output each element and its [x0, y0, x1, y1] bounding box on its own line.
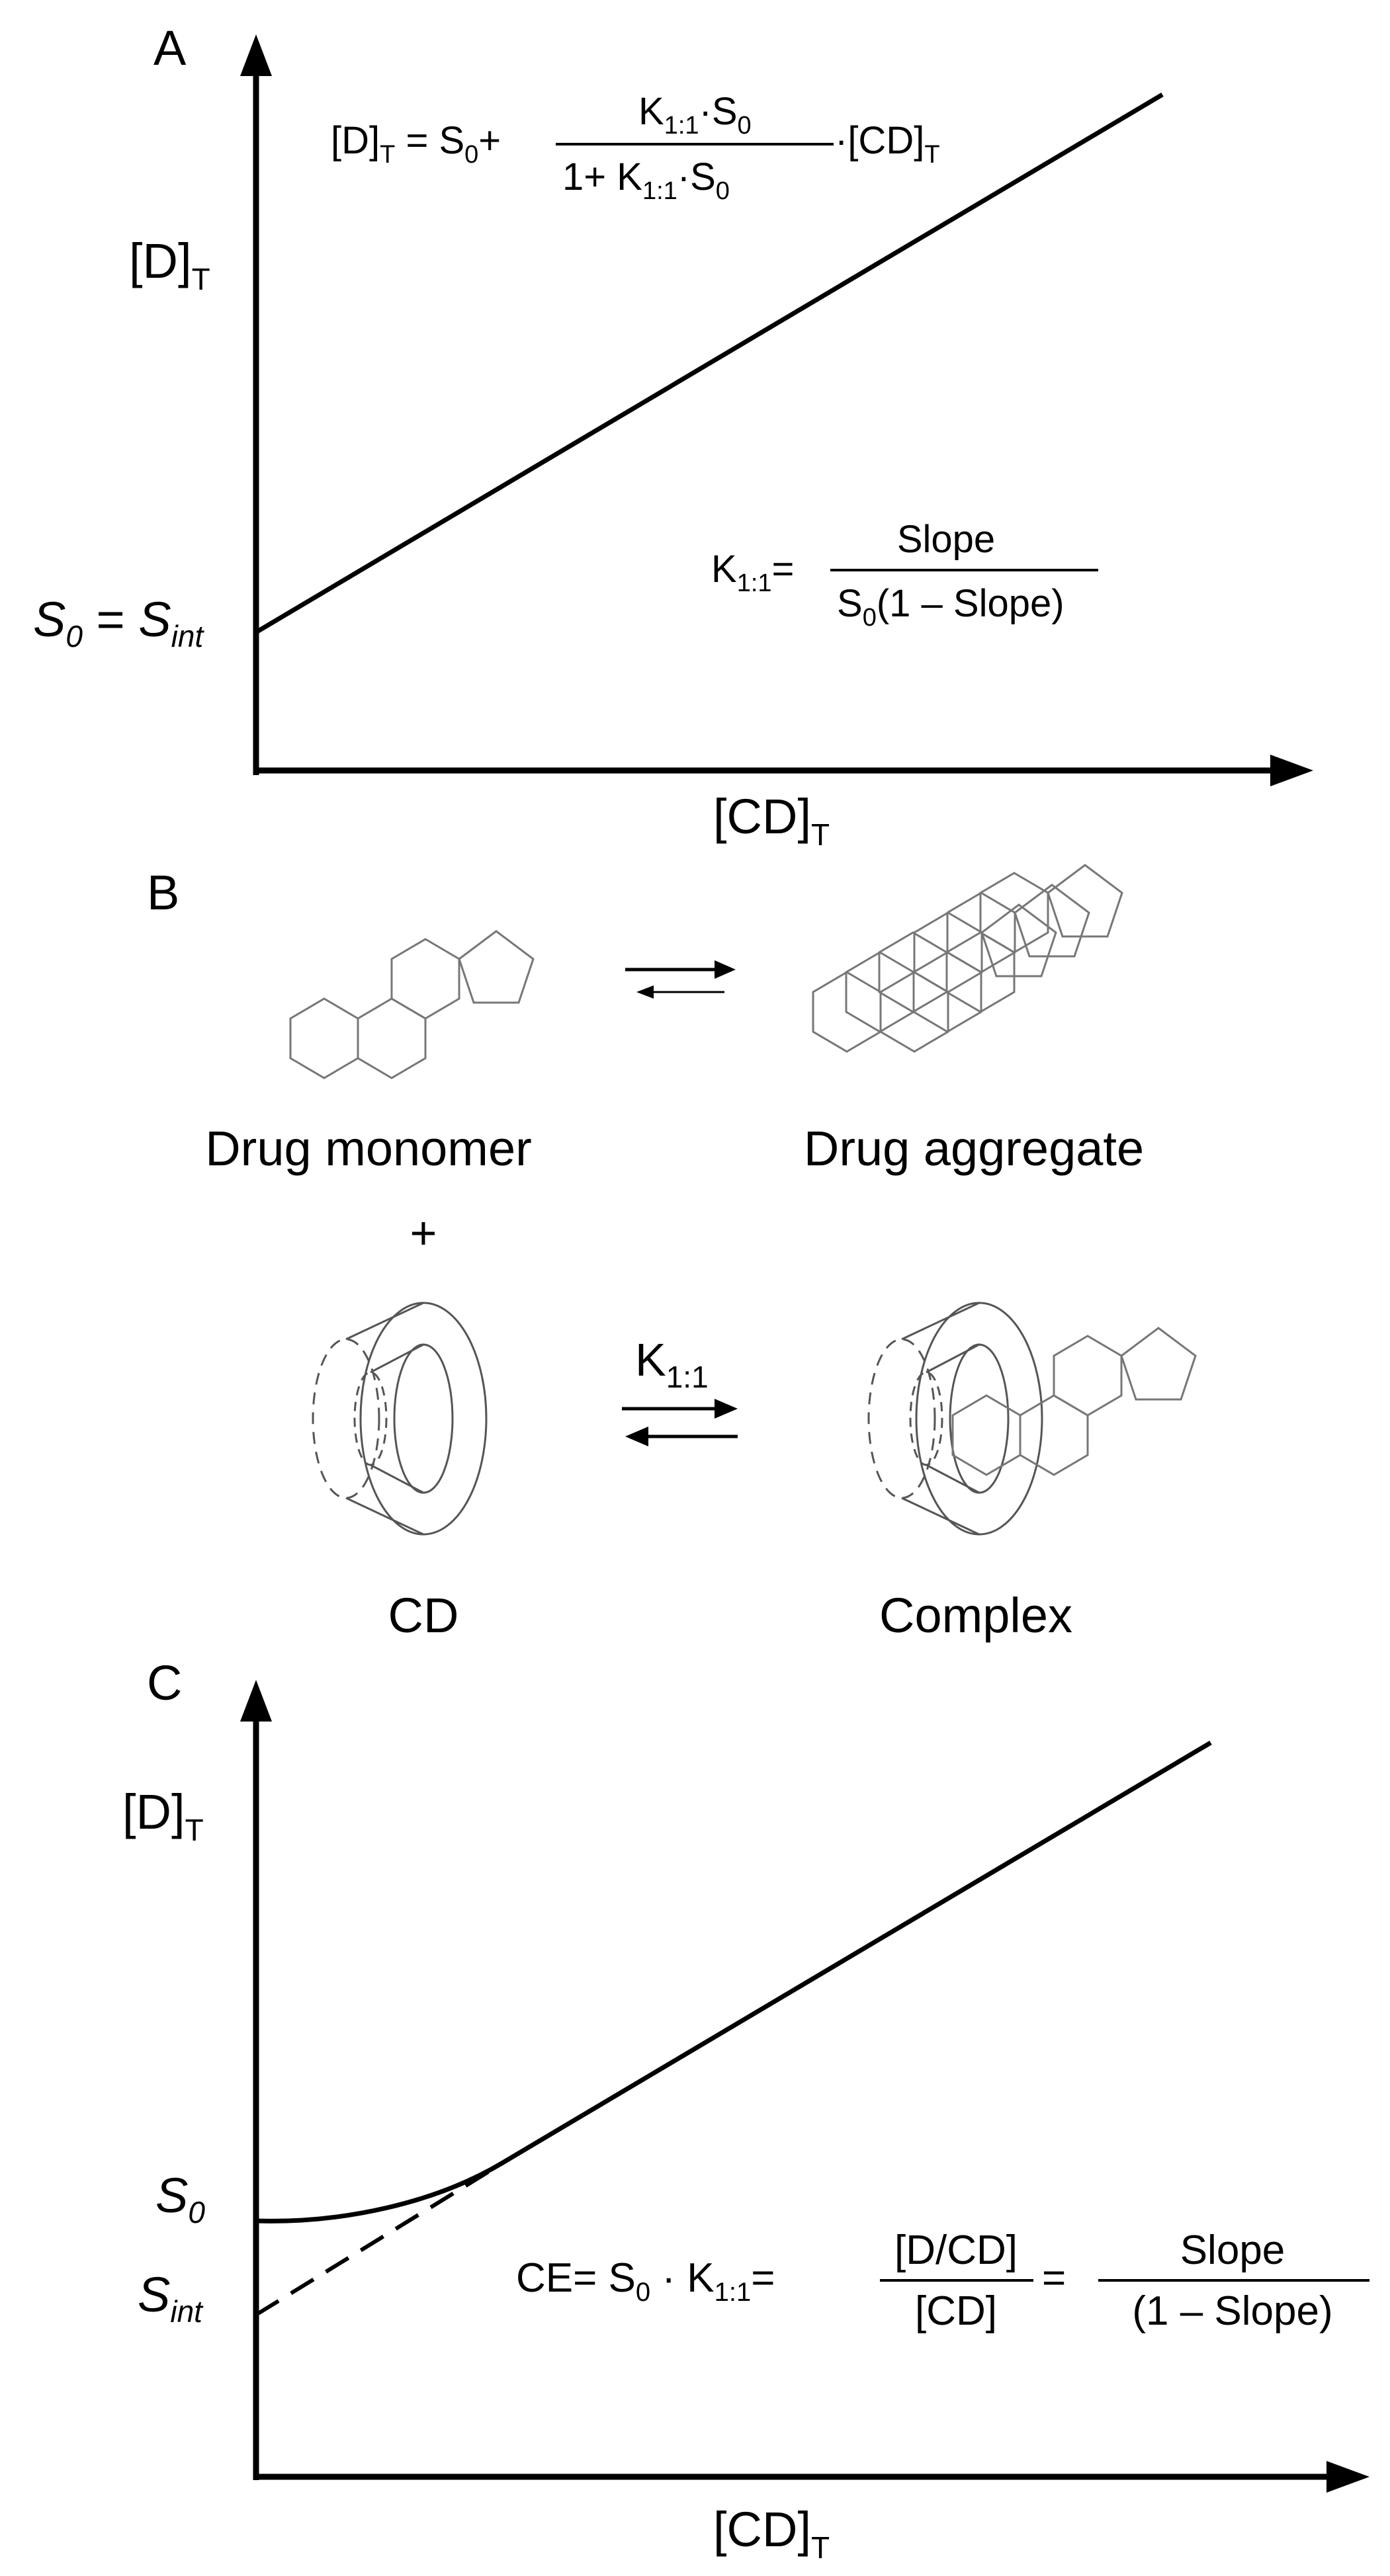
- panel-c-extrapolation-line: [255, 2149, 524, 2317]
- ce-frac1-denominator: [CD]: [915, 2288, 997, 2334]
- panel-b: B: [147, 864, 1197, 1643]
- x-axis-base: [CD]: [713, 2502, 811, 2557]
- panel-c-y-axis-label: [D]T: [122, 1784, 204, 1847]
- ce-frac2-denominator: (1 – Slope): [1132, 2288, 1332, 2334]
- eq-k-denominator: S0(1 – Slope): [837, 582, 1064, 632]
- panel-c-phase-curve: [255, 1740, 1212, 2223]
- panel-c-s0-label: S0: [155, 2168, 205, 2229]
- panel-c: C [D]T [CD]T S0 Sint CE= S0 · K1:1= [D/C…: [122, 1655, 1369, 2565]
- y-axis-sub: T: [185, 1813, 204, 1847]
- y-axis-base: [D]: [122, 1784, 185, 1839]
- cyclodextrin-structure: [312, 1302, 488, 1536]
- panel-a-x-arrowhead: [1270, 755, 1313, 786]
- panel-c-ce-equation: CE= S0 · K1:1= [D/CD] [CD] = Slope (1 – …: [516, 2227, 1369, 2334]
- eq-top-denominator: 1+ K1:1·S0: [562, 155, 730, 205]
- sint-sub: int: [171, 619, 205, 653]
- plus-sign: +: [410, 1207, 437, 1259]
- eq-k-numerator: Slope: [897, 518, 995, 561]
- panel-c-sint-label: Sint: [138, 2267, 204, 2329]
- panel-a-intercept-label: S0 = Sint: [33, 592, 204, 653]
- sint-base: S: [138, 592, 171, 647]
- drug-monomer-label: Drug monomer: [205, 1121, 532, 1176]
- panel-a-equation-k: K1:1= Slope S0(1 – Slope): [711, 518, 1098, 632]
- x-axis-sub: T: [811, 2530, 830, 2565]
- eq-k-lhs: K1:1=: [711, 548, 794, 597]
- panel-c-x-axis-label: [CD]T: [713, 2502, 830, 2565]
- eq-top-tail: ·[CD]T: [835, 119, 940, 169]
- panel-a-phase-line: [255, 92, 1164, 635]
- panel-a-equation-top: [D]T = S0+ K1:1·S0 1+ K1:1·S0 ·[CD]T: [331, 90, 940, 205]
- complexation-equilibrium-arrows: K1:1: [622, 1334, 738, 1446]
- inclusion-complex-structure: [867, 1302, 1197, 1536]
- panel-c-y-arrowhead: [240, 1680, 272, 1722]
- panel-a-y-axis-label: [D]T: [129, 233, 210, 296]
- cd-label: CD: [388, 1588, 459, 1643]
- drug-aggregate-structure: [812, 864, 1123, 1053]
- ce-lhs: CE= S0 · K1:1=: [516, 2255, 775, 2307]
- ce-frac1-numerator: [D/CD]: [894, 2227, 1018, 2273]
- panel-b-label: B: [147, 865, 179, 920]
- ce-frac2-numerator: Slope: [1180, 2227, 1285, 2273]
- ce-eq2: =: [1042, 2255, 1066, 2301]
- aggregation-equilibrium-arrows: [625, 960, 736, 999]
- s0-sub: 0: [65, 619, 83, 653]
- panel-a: A [D]T [CD]T S0 = Sint [D]T = S0+ K1:1·S…: [33, 21, 1313, 852]
- drug-aggregate-label: Drug aggregate: [804, 1121, 1144, 1176]
- s0-base: S: [33, 592, 65, 647]
- panel-a-x-axis-label: [CD]T: [713, 789, 830, 852]
- y-axis-base: [D]: [129, 233, 192, 288]
- eq-top-numerator: K1:1·S0: [638, 90, 752, 140]
- x-axis-base: [CD]: [713, 789, 811, 844]
- eq-sign: =: [83, 592, 138, 647]
- eq-top-lhs: [D]T = S0+: [331, 119, 501, 169]
- complex-label: Complex: [879, 1588, 1072, 1643]
- drug-monomer-structure: [289, 930, 535, 1079]
- panel-a-y-arrowhead: [240, 34, 272, 76]
- panel-c-label: C: [147, 1655, 182, 1710]
- k-label: K1:1: [635, 1334, 709, 1394]
- panel-c-x-arrowhead: [1326, 2461, 1369, 2493]
- y-axis-sub: T: [192, 262, 210, 296]
- x-axis-sub: T: [811, 817, 830, 852]
- panel-a-label: A: [153, 21, 187, 75]
